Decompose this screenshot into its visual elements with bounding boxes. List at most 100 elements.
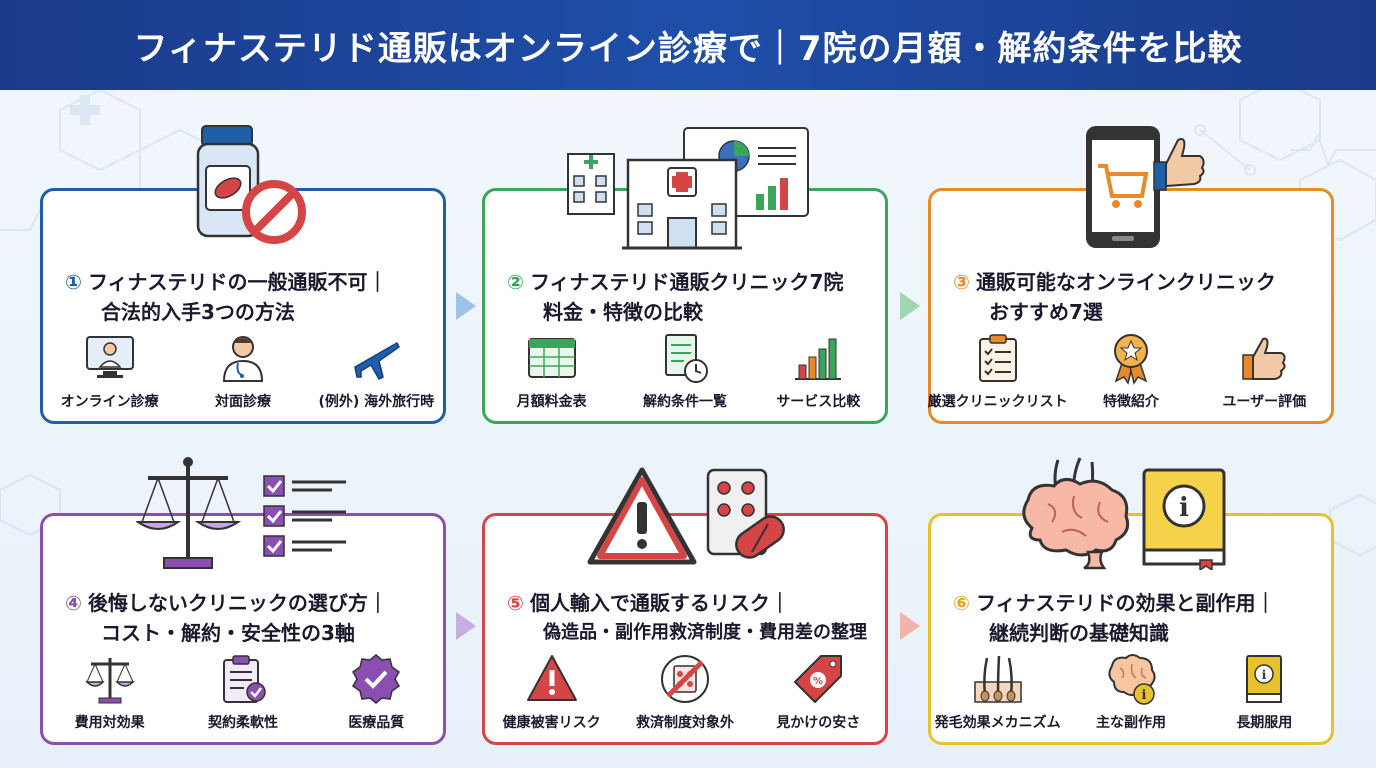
item-health-risk: 健康被害リスク — [487, 652, 617, 732]
card-number: ② — [507, 270, 524, 294]
item-label: 特徴紹介 — [1102, 394, 1159, 410]
item-label: 救済制度対象外 — [635, 715, 734, 731]
item-label: ユーザー評価 — [1222, 394, 1307, 410]
warning-pills-icon — [587, 467, 785, 565]
card-items: オンライン診療 対面診療 (例外) 海外旅行時 — [43, 331, 443, 411]
card-title-line2: コスト・解約・安全性の3軸 — [101, 621, 355, 645]
card-title-line2: 合法的入手3つの方法 — [101, 300, 295, 324]
book-info-icon: i — [1246, 655, 1283, 703]
card-items: 厳選クリニックリスト 特徴紹介 ユーザー評価 — [928, 331, 1331, 411]
item-label: (例外) 海外旅行時 — [318, 394, 435, 410]
price-tag-icon: % — [794, 655, 843, 703]
card-title-line2: 偽造品・副作用救済制度・費用差の整理 — [543, 622, 867, 643]
item-online-consultation: オンライン診療 — [45, 331, 175, 411]
card-items: 費用対効果 契約柔軟性 医療品質 — [43, 652, 443, 732]
item-monthly-fee-table: 月額料金表 — [487, 331, 617, 411]
card-items: 月額料金表 解約条件一覧 サービス比較 — [485, 331, 885, 411]
card-title-line1: 通販可能なオンラインクリニック — [975, 270, 1276, 294]
item-label: サービス比較 — [776, 394, 861, 410]
card-items: 健康被害リスク 救済制度対象外 % 見かけの安さ — [485, 652, 885, 732]
header-banner: フィナステリド通販はオンライン診療で｜7院の月額・解約条件を比較 — [0, 0, 1376, 90]
item-user-rating: ユーザー評価 — [1199, 331, 1329, 411]
card-number: ④ — [65, 591, 82, 615]
item-cost-effectiveness: 費用対効果 — [45, 652, 175, 732]
arrow-right-icon — [456, 292, 476, 320]
bar-chart-icon — [795, 338, 842, 380]
clipboard-list-icon — [978, 334, 1017, 382]
item-contract-flexibility: 契約柔軟性 — [178, 652, 308, 732]
card-title-line1: 個人輸入で通販するリスク｜ — [529, 591, 790, 615]
item-overseas-travel: (例外) 海外旅行時 — [311, 331, 441, 411]
airplane-icon — [354, 341, 401, 380]
card-items: 発毛効果メカニズム i 主な副作用 i 長期服用 — [931, 652, 1331, 732]
scale-icon — [84, 658, 135, 704]
card-title-line2: 継続判断の基礎知識 — [989, 621, 1169, 645]
item-service-comparison: サービス比較 — [753, 331, 883, 411]
thumbs-up-icon — [1242, 337, 1286, 380]
document-clock-icon — [664, 334, 708, 383]
item-cancellation-list: 解約条件一覧 — [620, 331, 750, 411]
card-number: ⑤ — [507, 591, 524, 615]
item-label: 費用対効果 — [74, 715, 145, 731]
item-features: 特徴紹介 — [1066, 331, 1196, 411]
table-icon — [527, 338, 576, 378]
item-medical-quality: 医療品質 — [311, 652, 441, 732]
card-title-line1: 後悔しないクリニックの選び方｜ — [87, 591, 388, 615]
pill-bottle-prohibited-icon — [196, 125, 306, 244]
arrow-right-icon — [456, 612, 476, 640]
no-pills-icon — [660, 655, 709, 703]
arrow-right-icon — [900, 292, 920, 320]
online-doctor-icon — [85, 336, 134, 378]
card-number: ⑥ — [953, 591, 970, 615]
item-label: 見かけの安さ — [776, 715, 861, 731]
award-ribbon-icon — [1113, 334, 1148, 385]
item-label: オンライン診療 — [60, 394, 159, 410]
card-title-line1: フィナステリドの効果と副作用｜ — [975, 591, 1276, 615]
item-hair-growth-mechanism: 発毛効果メカニズム — [933, 652, 1063, 732]
item-label: 発毛効果メカニズム — [934, 715, 1061, 731]
warning-icon — [526, 655, 577, 701]
hospital-dashboard-icon — [567, 127, 809, 250]
item-side-effects: i 主な副作用 — [1066, 652, 1196, 732]
item-label: 契約柔軟性 — [207, 715, 278, 731]
item-label: 月額料金表 — [516, 394, 587, 410]
hair-follicle-icon — [973, 655, 1022, 703]
clipboard-check-icon — [222, 655, 266, 703]
item-not-covered: 救済制度対象外 — [620, 652, 750, 732]
item-apparent-cheapness: % 見かけの安さ — [753, 652, 883, 732]
card-title-line2: おすすめ7選 — [989, 300, 1103, 324]
item-label: 医療品質 — [348, 715, 405, 731]
card-number: ① — [65, 270, 82, 294]
item-clinic-list: 厳選クリニックリスト — [928, 331, 1068, 411]
item-label: 長期服用 — [1236, 715, 1293, 731]
brain-hair-book-icon: i — [1022, 457, 1226, 570]
item-long-term-use: i 長期服用 — [1199, 652, 1329, 732]
doctor-icon — [222, 336, 263, 382]
item-label: 解約条件一覧 — [642, 394, 727, 410]
svg-text:i: i — [1179, 493, 1189, 523]
svg-text:i: i — [1262, 668, 1267, 682]
phone-shopping-icon — [1086, 126, 1205, 248]
item-label: 対面診療 — [214, 394, 271, 410]
card-title-line1: フィナステリドの一般通販不可｜ — [87, 270, 388, 294]
card-number: ③ — [953, 270, 970, 294]
card-title-line2: 料金・特徴の比較 — [543, 300, 703, 324]
page-title: フィナステリド通販はオンライン診療で｜7院の月額・解約条件を比較 — [133, 28, 1243, 69]
item-label: 健康被害リスク — [502, 715, 601, 731]
arrow-right-icon — [900, 612, 920, 640]
svg-text:%: % — [813, 676, 823, 687]
item-in-person: 対面診療 — [178, 331, 308, 411]
brain-info-icon: i — [1108, 654, 1156, 705]
quality-badge-icon — [352, 654, 401, 704]
card-title-line1: フィナステリド通販クリニック7院 — [529, 270, 844, 294]
svg-text:i: i — [1142, 688, 1147, 703]
